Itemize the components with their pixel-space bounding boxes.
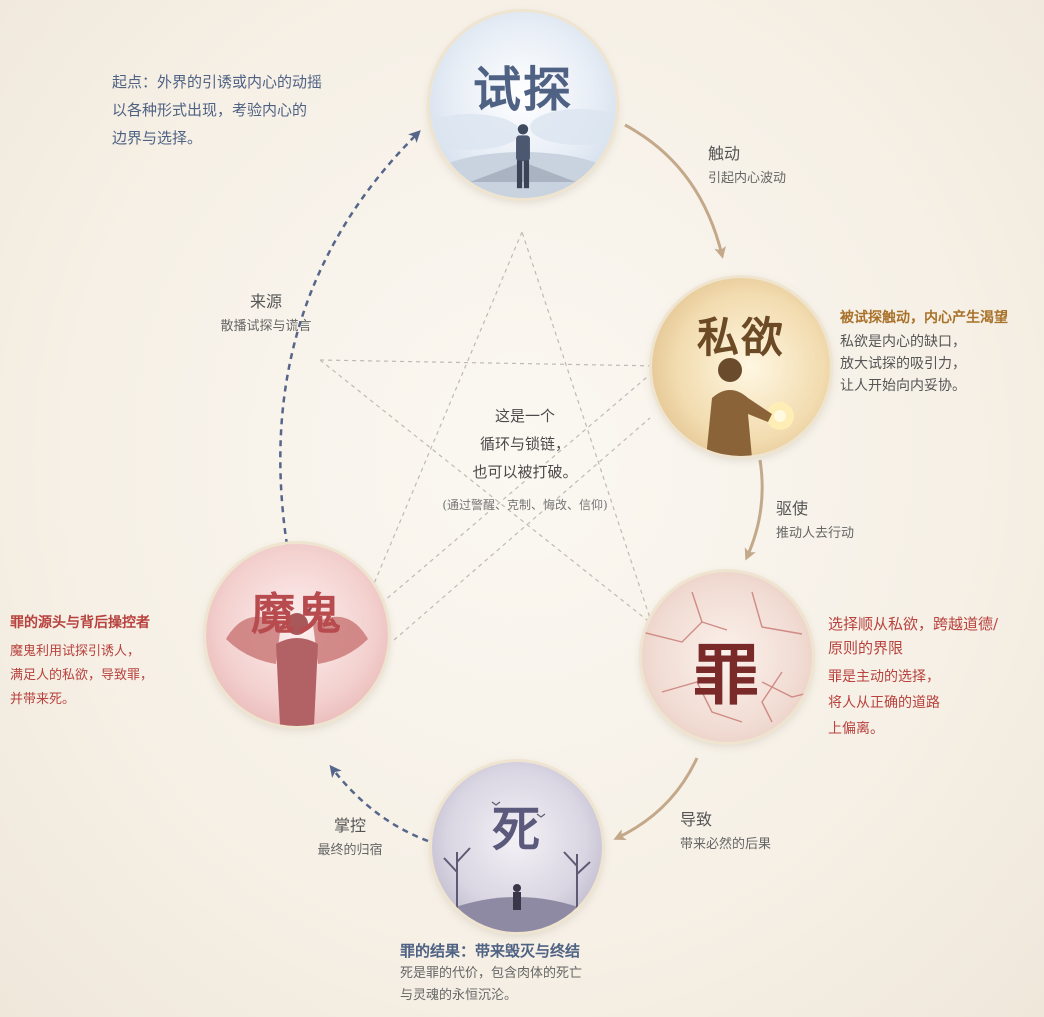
desc-sin-heading-line: 原则的界限 bbox=[828, 639, 904, 657]
node-sin: 罪 bbox=[642, 572, 812, 742]
cracked-surface bbox=[642, 591, 812, 723]
desc-temptation-line: 起点：外界的引诱或内心的动摇 bbox=[112, 73, 323, 91]
desc-desire-line: 放大试探的吸引力， bbox=[840, 356, 966, 372]
desc-sin-heading-line: 选择顺从私欲，跨越道德/ bbox=[828, 615, 999, 633]
desc-death-line: 死是罪的代价，包含肉体的死亡 bbox=[400, 966, 583, 981]
desc-desire-body: 私欲是内心的缺口， 放大试探的吸引力， 让人开始向内妥协。 bbox=[840, 331, 1040, 397]
winged-demon-icon bbox=[226, 604, 368, 726]
desc-devil-body: 魔鬼利用试探引诱人， 满足人的私欲，导致罪， 并带来死。 bbox=[10, 640, 210, 712]
node-temptation: 试探 bbox=[430, 12, 616, 198]
desc-devil-line: 魔鬼利用试探引诱人， bbox=[10, 644, 141, 659]
node-title-death: 死 bbox=[491, 802, 542, 858]
lone-man-dead-trees-icon bbox=[432, 801, 602, 932]
node-title-sin: 罪 bbox=[693, 636, 761, 714]
arrow-label-note: 带来必然的后果 bbox=[680, 837, 772, 852]
arrow-label-verb: 掌控 bbox=[333, 816, 366, 835]
standing-man-icon bbox=[516, 124, 530, 189]
desc-desire-heading: 被试探触动，内心产生渴望 bbox=[840, 310, 1008, 326]
arrow-lead bbox=[613, 757, 699, 841]
arrow-label-note: 散播试探与谎言 bbox=[220, 319, 312, 334]
node-devil: 魔鬼 bbox=[206, 544, 388, 726]
desc-death: 罪的结果：带来毁灭与终结 死是罪的代价，包含肉体的死亡 与灵魂的永恒沉沦。 bbox=[400, 940, 700, 1007]
node-death: 死 bbox=[432, 762, 602, 932]
arrow-source bbox=[279, 130, 421, 546]
desc-sin: 选择顺从私欲，跨越道德/ 原则的界限 罪是主动的选择， 将人从正确的道路 上偏离… bbox=[828, 612, 1042, 742]
arrow-drive bbox=[744, 459, 764, 561]
desc-desire-line: 私欲是内心的缺口， bbox=[840, 334, 966, 350]
desc-devil: 罪的源头与背后操控者 魔鬼利用试探引诱人， 满足人的私欲，导致罪， 并带来死。 bbox=[10, 612, 210, 712]
center-note-line: 也可以被打破。 bbox=[472, 463, 578, 481]
arrow-label-lead: 导致 带来必然的后果 bbox=[680, 806, 820, 856]
center-note-line: 循环与锁链， bbox=[479, 435, 570, 453]
desc-temptation: 起点：外界的引诱或内心的动摇 以各种形式出现，考验内心的 边界与选择。 bbox=[112, 68, 412, 152]
desc-desire-line: 让人开始向内妥协。 bbox=[840, 378, 966, 394]
arrow-label-verb: 导致 bbox=[680, 810, 713, 829]
desc-temptation-line: 以各种形式出现，考验内心的 bbox=[112, 101, 308, 119]
arrow-label-note: 推动人去行动 bbox=[776, 526, 855, 541]
center-note-line: 这是一个 bbox=[494, 407, 555, 425]
man-with-glowing-hand-icon bbox=[706, 358, 794, 456]
arrow-label-source: 来源 散播试探与谎言 bbox=[196, 288, 336, 338]
desc-sin-line: 罪是主动的选择， bbox=[828, 669, 940, 685]
desc-temptation-line: 边界与选择。 bbox=[112, 129, 203, 147]
node-title-temptation: 试探 bbox=[472, 62, 573, 118]
desc-sin-line: 将人从正确的道路 bbox=[828, 695, 940, 711]
desc-devil-heading: 罪的源头与背后操控者 bbox=[10, 615, 150, 631]
clouds-backdrop bbox=[430, 109, 616, 198]
desc-death-body: 死是罪的代价，包含肉体的死亡 与灵魂的永恒沉沦。 bbox=[400, 963, 700, 1007]
arrow-label-trigger: 触动 引起内心波动 bbox=[708, 140, 838, 190]
node-title-desire: 私欲 bbox=[696, 313, 785, 362]
desc-sin-body: 罪是主动的选择， 将人从正确的道路 上偏离。 bbox=[828, 664, 1042, 742]
desc-death-heading: 罪的结果：带来毁灭与终结 bbox=[400, 942, 581, 960]
desc-death-line: 与灵魂的永恒沉沦。 bbox=[400, 988, 518, 1003]
arrow-label-note: 引起内心波动 bbox=[708, 171, 787, 186]
center-note-sub: (通过警醒、克制、悔改、信仰) bbox=[442, 498, 608, 512]
desc-desire: 被试探触动，内心产生渴望 私欲是内心的缺口， 放大试探的吸引力， 让人开始向内妥… bbox=[840, 307, 1040, 397]
arrow-label-verb: 触动 bbox=[708, 144, 741, 163]
arrow-label-drive: 驱使 推动人去行动 bbox=[776, 495, 906, 545]
pentagram-lines bbox=[319, 231, 661, 641]
arrow-label-verb: 来源 bbox=[249, 292, 282, 311]
node-title-devil: 魔鬼 bbox=[251, 589, 343, 640]
desc-devil-line: 并带来死。 bbox=[10, 692, 76, 707]
desc-sin-heading: 选择顺从私欲，跨越道德/ 原则的界限 bbox=[828, 612, 1042, 660]
arrow-label-verb: 驱使 bbox=[776, 499, 809, 518]
arrow-control bbox=[329, 764, 429, 843]
center-note: 这是一个 循环与锁链， 也可以被打破。 (通过警醒、克制、悔改、信仰) bbox=[400, 402, 650, 513]
desc-sin-line: 上偏离。 bbox=[828, 721, 884, 737]
arrow-label-control: 掌控 最终的归宿 bbox=[300, 812, 400, 862]
node-desire: 私欲 bbox=[652, 278, 830, 456]
arrow-trigger bbox=[624, 123, 726, 259]
arrow-label-note: 最终的归宿 bbox=[317, 843, 383, 858]
desc-devil-line: 满足人的私欲，导致罪， bbox=[10, 668, 154, 683]
